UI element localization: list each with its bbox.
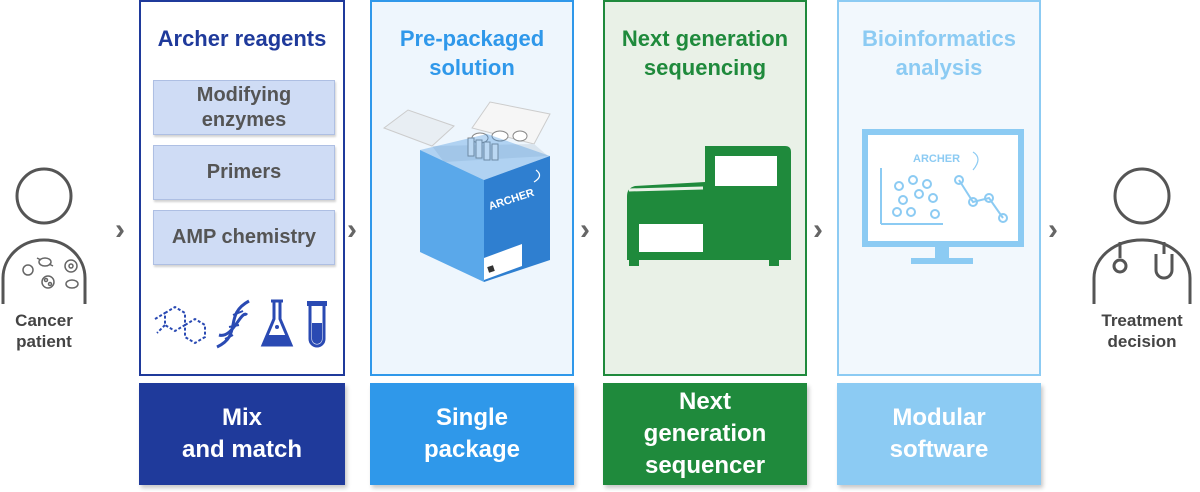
chevron-right-icon: › <box>580 213 590 246</box>
cancer-patient-label: Cancer patient <box>15 311 73 351</box>
next-generation-sequencing-panel: Next generation sequencing <box>603 0 807 376</box>
monitor-brand-label: ARCHER <box>913 153 960 165</box>
modular-software-box: Modular software <box>837 383 1041 485</box>
pre-packaged-panel: Pre-packaged solution ARCHER <box>370 0 574 376</box>
panel-title: Archer reagents <box>157 26 327 51</box>
archer-reagents-panel: Archer reagents Modifying enzymes Primer… <box>139 0 345 376</box>
flask-icon <box>260 299 294 347</box>
reagent-item-amp-chemistry: AMP chemistry <box>153 210 335 265</box>
next-generation-sequencer-box: Next generation sequencer <box>603 383 807 485</box>
monitor-icon: ARCHER <box>862 129 1024 264</box>
molecule-icon <box>154 305 206 345</box>
chevron-right-icon: › <box>813 213 823 246</box>
chevron-right-icon: › <box>115 213 125 246</box>
test-tube-icon <box>307 301 327 348</box>
panel-title: Pre-packaged solution <box>399 26 545 80</box>
single-package-box: Single package <box>370 383 574 485</box>
reagent-item-primers: Primers <box>153 145 335 200</box>
panel-title: Bioinformatics analysis <box>861 26 1017 80</box>
reagent-box-icon: ARCHER <box>382 101 551 282</box>
doctor-icon <box>1092 167 1192 304</box>
reagent-item-modifying-enzymes: Modifying enzymes <box>153 80 335 135</box>
treatment-decision-label: Treatment decision <box>1101 311 1183 351</box>
chevron-right-icon: › <box>1048 213 1058 246</box>
stethoscope-icon <box>1112 242 1174 280</box>
panel-title: Next generation sequencing <box>621 26 789 80</box>
chevron-right-icon: › <box>347 213 357 246</box>
cancer-patient-icon <box>1 167 87 304</box>
bioinformatics-panel: Bioinformatics analysis ARCHER <box>837 0 1041 376</box>
dna-icon <box>216 299 250 349</box>
sequencer-icon <box>627 146 791 266</box>
mix-and-match-box: Mix and match <box>139 383 345 485</box>
